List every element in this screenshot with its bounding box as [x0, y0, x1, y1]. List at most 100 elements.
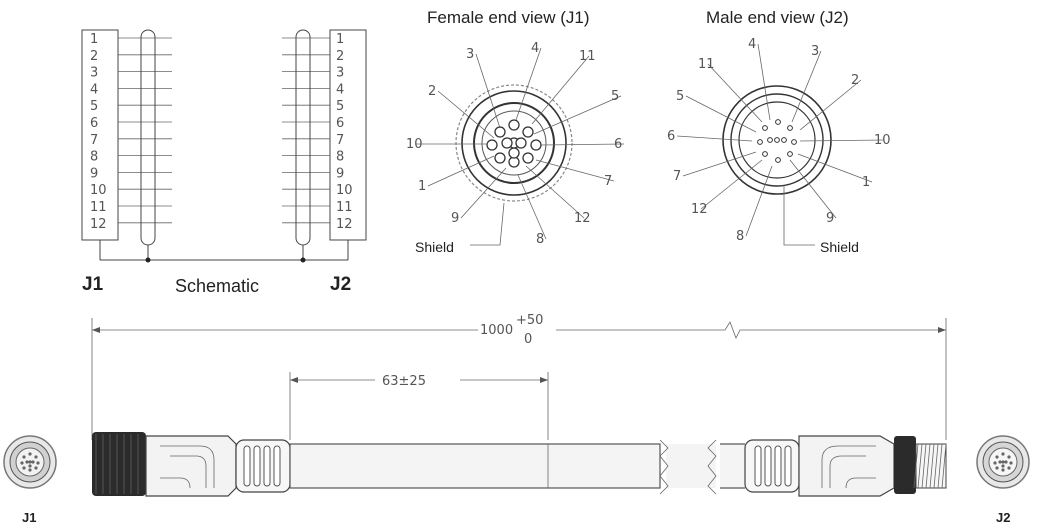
- end-icon-dot: [1001, 464, 1005, 468]
- end-icon-dot: [22, 466, 26, 470]
- end-icon-dot: [995, 455, 999, 459]
- male-pin: [775, 119, 781, 125]
- j2-pin-number: 4: [336, 82, 344, 97]
- j2-pin-number: 5: [336, 99, 344, 114]
- j2-pin-number: 9: [336, 166, 344, 181]
- female-view-title: Female end view (J1): [427, 8, 590, 27]
- female-socket: [494, 126, 506, 138]
- female-callout-label: 5: [611, 89, 619, 104]
- male-pin: [757, 139, 763, 145]
- j2-pin-number: 8: [336, 150, 344, 165]
- female-callout-leader: [517, 174, 547, 240]
- j1-pin-number: 9: [90, 166, 98, 181]
- j1-pin-number: 6: [90, 116, 98, 131]
- male-pin: [791, 139, 797, 145]
- j2-coupling-nut: [894, 436, 916, 494]
- end-icon-dot: [36, 461, 40, 465]
- male-view-title: Male end view (J2): [706, 8, 849, 27]
- female-socket: [522, 152, 534, 164]
- end-icon-dot: [1001, 460, 1005, 464]
- j2-pin-number: 10: [336, 183, 353, 198]
- end-icon-dot: [34, 466, 38, 470]
- male-callout-leader: [707, 63, 763, 123]
- male-pin: [781, 137, 787, 143]
- male-callout-leader: [685, 95, 757, 133]
- end-icon-dot: [993, 461, 997, 465]
- end-icon-dot: [1004, 460, 1008, 464]
- end-icon-dot: [34, 455, 38, 459]
- male-callout-label: 6: [667, 129, 675, 144]
- dimensions: 1000 +50 0 63±25: [91, 313, 947, 440]
- female-callout-leader: [539, 143, 625, 146]
- j1-pin-number: 1: [90, 32, 98, 47]
- female-socket: [530, 139, 542, 151]
- male-callout-leader: [797, 153, 873, 183]
- tail-length: 63±25: [382, 374, 426, 389]
- male-callout-label: 12: [691, 202, 708, 217]
- j1-end-icon: [3, 435, 57, 489]
- end-icon-dot: [1007, 455, 1011, 459]
- male-callout-leader: [682, 151, 757, 177]
- male-pin: [774, 137, 780, 143]
- female-callout-label: 10: [406, 137, 423, 152]
- j1-pin-number: 2: [90, 49, 98, 64]
- end-icon-dot: [28, 468, 32, 472]
- j1-pin-number: 8: [90, 150, 98, 165]
- end-icon-dot: [1001, 452, 1005, 456]
- female-shield-label: Shield: [415, 239, 454, 255]
- j1-pin-number: 7: [90, 133, 98, 148]
- female-callout-leader: [525, 165, 585, 219]
- j2-end-icon: [976, 435, 1030, 489]
- male-callout-label: 9: [826, 211, 834, 226]
- overall-tol-plus: +50: [516, 313, 543, 328]
- male-callout-label: 7: [673, 169, 681, 184]
- male-callout-label: 2: [851, 73, 859, 88]
- j2-pin-number: 6: [336, 116, 344, 131]
- thread-line: [921, 443, 927, 489]
- male-callout-label: 3: [811, 44, 819, 59]
- male-callout-label: 8: [736, 229, 744, 244]
- thread-line: [933, 443, 939, 489]
- female-socket: [515, 137, 527, 149]
- j2-pin-number: 2: [336, 49, 344, 64]
- male-callout-label: 5: [676, 89, 684, 104]
- male-callout-label: 11: [698, 57, 715, 72]
- female-callout-leader: [533, 95, 622, 135]
- overall-length: 1000: [480, 323, 513, 338]
- thread-line: [925, 443, 931, 489]
- male-callout-leader: [676, 135, 753, 142]
- male-callout-leader: [799, 139, 885, 142]
- j2-thread: [913, 443, 947, 489]
- thread-line: [937, 443, 943, 489]
- female-socket: [486, 139, 498, 151]
- j2-pin-number: 1: [336, 32, 344, 47]
- female-callout-leader: [531, 55, 590, 125]
- male-callout-label: 4: [748, 37, 756, 52]
- j1-label: J1: [82, 274, 104, 295]
- junction-dot: [145, 257, 151, 263]
- j1-pin-number: 10: [90, 183, 107, 198]
- female-callout-label: 9: [451, 211, 459, 226]
- female-socket: [508, 119, 520, 131]
- female-socket: [494, 152, 506, 164]
- schematic-title: Schematic: [175, 276, 259, 296]
- female-callout-label: 2: [428, 84, 436, 99]
- male-callout-leader: [700, 159, 763, 210]
- cable-jacket: [289, 443, 661, 489]
- end-icon-dot: [28, 460, 32, 464]
- thread-line: [929, 443, 935, 489]
- j2-shield-tube: [295, 29, 311, 246]
- j1-pin-number: 5: [90, 99, 98, 114]
- end-icon-dot: [25, 460, 29, 464]
- j2-end-label: J2: [996, 510, 1010, 525]
- female-callout-label: 3: [466, 47, 474, 62]
- j1-pin-number: 4: [90, 82, 98, 97]
- female-callout-leader: [460, 167, 507, 219]
- thread-line: [941, 443, 947, 489]
- cable-assembly: J1: [3, 432, 1030, 525]
- j1-pin-number: 3: [90, 66, 98, 81]
- male-pin: [787, 151, 793, 157]
